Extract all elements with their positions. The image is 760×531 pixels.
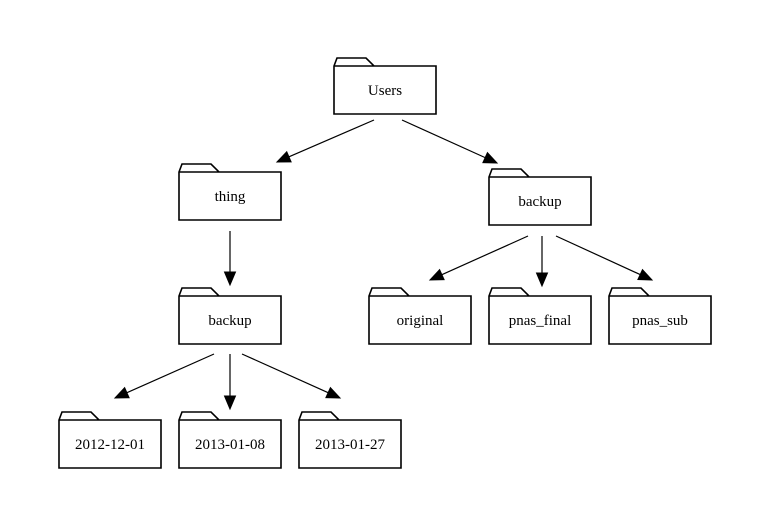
edge-users-to-thing <box>275 119 375 163</box>
folder-icon <box>333 57 437 115</box>
folder-icon <box>298 411 402 469</box>
edge-line <box>241 353 329 394</box>
edges-layer <box>113 119 654 411</box>
folder-label: 2013-01-27 <box>315 437 385 453</box>
folder-label: Users <box>368 83 402 99</box>
arrowhead-icon <box>275 150 292 163</box>
edge-line <box>401 119 486 159</box>
folder-icon <box>488 168 592 226</box>
arrowhead-icon <box>482 151 499 164</box>
arrowhead-icon <box>637 268 654 281</box>
arrowhead-icon <box>113 386 130 399</box>
edge-backup_right-to-original <box>428 235 529 281</box>
arrowhead-icon <box>325 386 342 399</box>
folder-node-backup_left[interactable]: backup <box>178 287 282 345</box>
edge-line <box>288 119 375 158</box>
folder-icon <box>178 287 282 345</box>
folder-label: 2013-01-08 <box>195 437 265 453</box>
folder-node-pnas_final[interactable]: pnas_final <box>488 287 592 345</box>
arrowhead-icon <box>535 272 549 288</box>
folder-icon <box>368 287 472 345</box>
folder-icon <box>178 411 282 469</box>
edge-thing-to-backup_left <box>223 231 237 287</box>
edge-backup_left-to-d20130127 <box>241 353 342 399</box>
arrowhead-icon <box>223 271 237 287</box>
folder-label: thing <box>215 189 246 205</box>
folder-node-d20121201[interactable]: 2012-12-01 <box>58 411 162 469</box>
folder-icon <box>58 411 162 469</box>
folder-icon <box>178 163 282 221</box>
folder-node-thing[interactable]: thing <box>178 163 282 221</box>
folder-label: original <box>397 313 444 329</box>
arrowhead-icon <box>428 268 445 281</box>
folder-label: pnas_final <box>509 313 571 329</box>
folder-node-d20130108[interactable]: 2013-01-08 <box>178 411 282 469</box>
edge-backup_right-to-pnas_sub <box>555 235 654 281</box>
arrowhead-icon <box>223 395 237 411</box>
folder-node-pnas_sub[interactable]: pnas_sub <box>608 287 712 345</box>
folder-node-backup_right[interactable]: backup <box>488 168 592 226</box>
folder-node-users[interactable]: Users <box>333 57 437 115</box>
folder-label: backup <box>518 194 561 210</box>
folder-icon <box>488 287 592 345</box>
edge-line <box>126 353 215 394</box>
folder-node-d20130127[interactable]: 2013-01-27 <box>298 411 402 469</box>
edge-backup_left-to-d20130108 <box>223 354 237 411</box>
folder-node-original[interactable]: original <box>368 287 472 345</box>
edge-backup_right-to-pnas_final <box>535 236 549 288</box>
nodes-layer: Users thing backup backup original pnas_final… <box>58 57 712 469</box>
edge-backup_left-to-d20121201 <box>113 353 215 399</box>
edge-line <box>555 235 641 276</box>
folder-label: 2012-12-01 <box>75 437 145 453</box>
edge-line <box>441 235 529 276</box>
folder-label: pnas_sub <box>632 313 688 329</box>
folder-label: backup <box>208 313 251 329</box>
edge-users-to-backup_right <box>401 119 499 164</box>
folder-icon <box>608 287 712 345</box>
